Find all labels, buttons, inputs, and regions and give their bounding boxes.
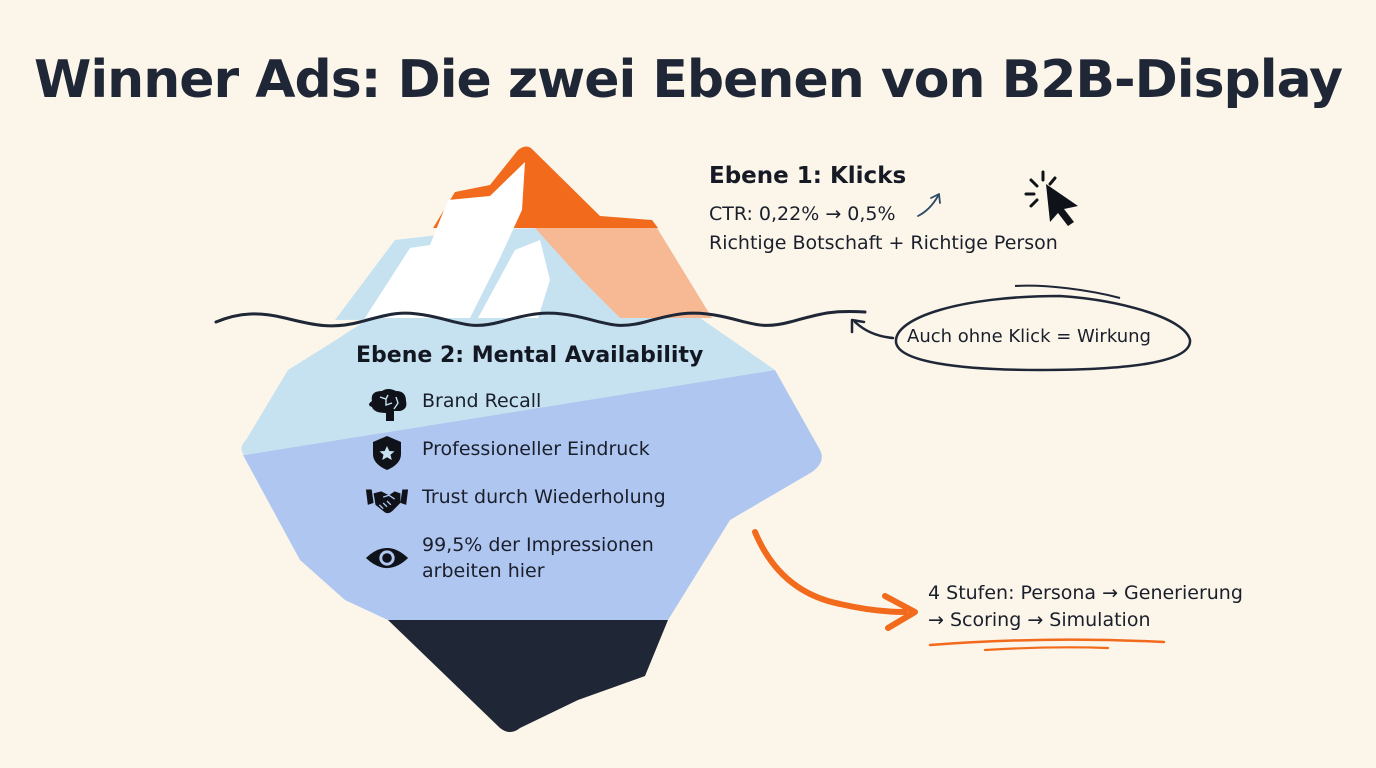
process-line1: 4 Stufen: Persona → Generierung: [928, 582, 1243, 604]
iceberg-body-light: [241, 318, 775, 455]
iceberg-snow-left: [365, 162, 525, 318]
process-steps: 4 Stufen: Persona → Generierung → Scorin…: [928, 580, 1243, 634]
callout-arrow: [853, 320, 895, 340]
level1-message: Richtige Botschaft + Richtige Person: [709, 232, 1058, 254]
trend-up-arrow: [917, 195, 939, 217]
level2-item-brand-recall: Brand Recall: [364, 388, 541, 422]
iceberg-snow-right: [478, 240, 550, 318]
page-title: Winner Ads: Die zwei Ebenen von B2B-Disp…: [34, 50, 1343, 110]
level2-heading: Ebene 2: Mental Availability: [356, 343, 704, 368]
callout-ellipse: [894, 294, 1192, 372]
cursor-click-icon: [1024, 170, 1078, 226]
iceberg-base-dark: [388, 620, 668, 732]
item-label: Trust durch Wiederholung: [422, 486, 666, 508]
eye-icon: [364, 532, 410, 584]
level1-ctr: CTR: 0,22% → 0,5%: [709, 203, 896, 225]
process-underline: [928, 638, 1166, 647]
item-label: Professioneller Eindruck: [422, 438, 650, 460]
item-label: Brand Recall: [422, 390, 542, 412]
level1-heading: Ebene 1: Klicks: [709, 163, 907, 189]
shield-star-icon: [364, 436, 410, 470]
process-line2: → Scoring → Simulation: [928, 609, 1151, 631]
handshake-icon: [364, 484, 410, 518]
level2-item-trust: Trust durch Wiederholung: [364, 484, 666, 518]
callout-text: Auch ohne Klick = Wirkung: [907, 326, 1151, 347]
brain-icon: [364, 388, 410, 422]
level2-item-impressions: 99,5% der Impressionen arbeiten hier: [364, 532, 654, 584]
iceberg-tip-peach: [535, 228, 712, 318]
item-label-line2: arbeiten hier: [422, 560, 545, 582]
process-arrow: [752, 529, 908, 615]
item-label: 99,5% der Impressionen: [422, 534, 654, 556]
water-line: [214, 310, 867, 328]
level2-item-professional: Professioneller Eindruck: [364, 436, 650, 470]
